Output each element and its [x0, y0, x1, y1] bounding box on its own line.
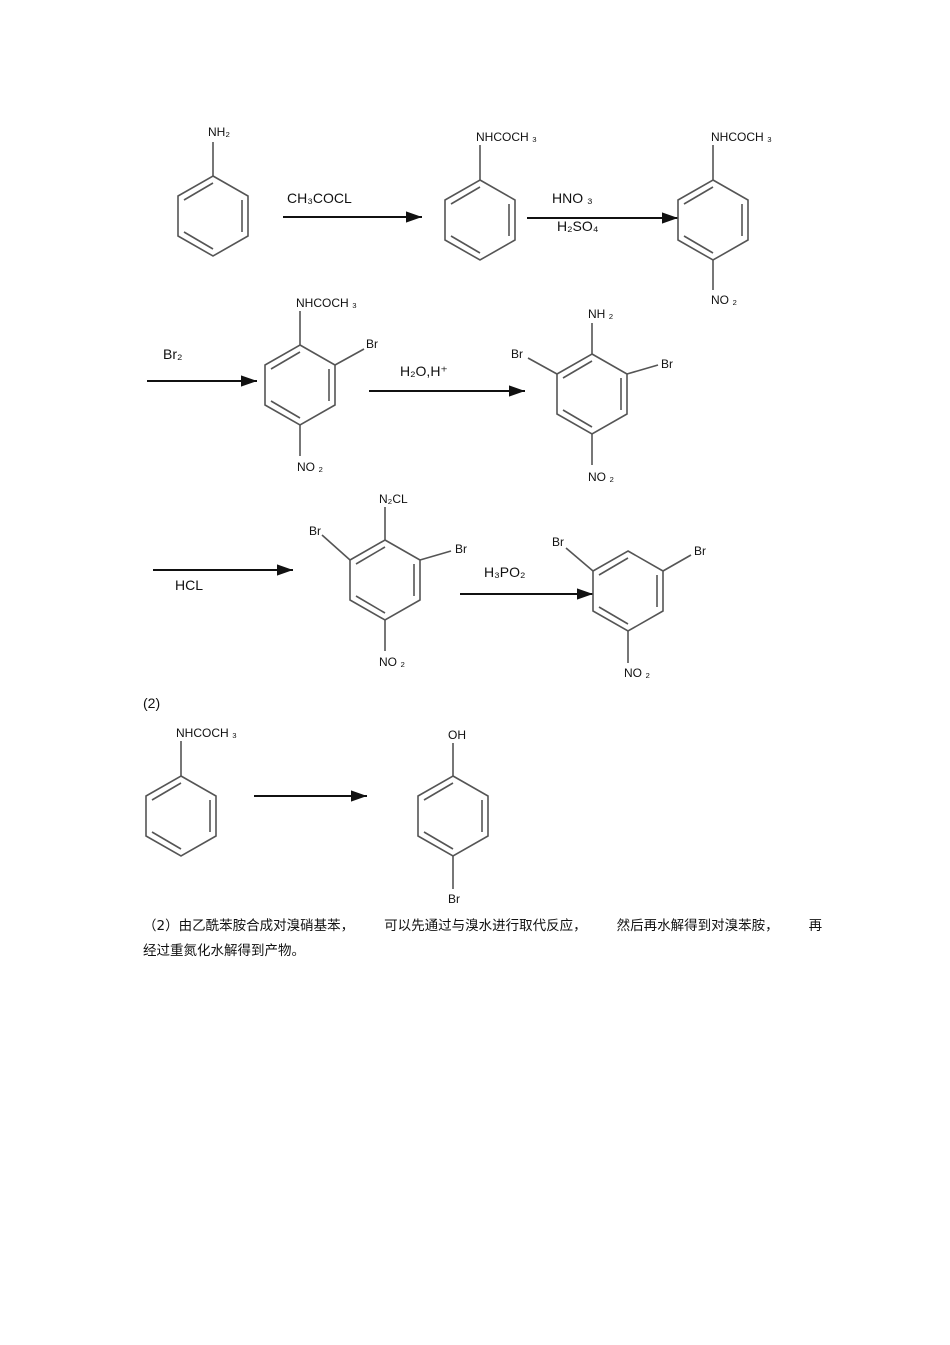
reaction-arrow-5: HCL [153, 564, 293, 593]
reaction-arrow-1: CH₃COCL [283, 190, 422, 223]
dibromo-nitroaniline-molecule: NH ₂ Br Br NO ₂ [511, 307, 673, 484]
reagent-hypophosphorous-acid: H₃PO₂ [484, 564, 525, 580]
reagent-acetyl-chloride: CH₃COCL [287, 190, 352, 206]
bromophenol-molecule: OH Br [417, 728, 489, 906]
nitroacetanilide-nhcoch3-label: NHCOCH ₃ [711, 130, 772, 144]
dibromo-nitrobenzene-br-right-label: Br [694, 544, 706, 558]
reaction-arrow-4: H₂O,H⁺ [369, 363, 525, 397]
reagent-hydrochloric-acid: HCL [175, 577, 203, 593]
nitroacetanilide-no2-label: NO ₂ [711, 293, 737, 307]
reaction-arrow-2: HNO ₃ H₂SO₄ [527, 190, 678, 234]
reagent-sulfuric-acid: H₂SO₄ [557, 218, 599, 234]
bromophenol-oh-label: OH [448, 728, 466, 742]
aniline-nh2-label: NH₂ [208, 125, 230, 139]
dibromo-nitrobenzene-br-left-label: Br [552, 535, 564, 549]
aniline-molecule: NH₂ [177, 125, 249, 257]
bromo-nitroacetanilide-no2-label: NO ₂ [297, 460, 323, 474]
dibromo-nitrobenzene-no2-label: NO ₂ [624, 666, 650, 680]
acetanilide-2-nhcoch3-label: NHCOCH ₃ [176, 726, 237, 740]
dibromo-nitroaniline-br-right-label: Br [661, 357, 673, 371]
reagent-nitric-acid: HNO ₃ [552, 190, 593, 206]
dibromo-nitroaniline-no2-label: NO ₂ [588, 470, 614, 484]
diazonium-n2cl-label: N₂CL [379, 492, 408, 506]
nitroacetanilide-molecule: NHCOCH ₃ NO ₂ [677, 130, 772, 307]
explanation-paragraph: （2）由乙酰苯胺合成对溴硝基苯， 可以先通过与溴水进行取代反应， 然后再水解得到对溴… [143, 914, 871, 964]
dibromo-nitrobenzene-molecule: Br Br NO ₂ [552, 535, 706, 680]
paragraph-part-3: 然后再水解得到对溴苯胺， [616, 918, 779, 934]
reaction-arrow-3: Br₂ [147, 346, 257, 387]
section-label: (2) [143, 695, 161, 711]
dibromo-nitroaniline-nh2-label: NH ₂ [588, 307, 614, 321]
acetanilide-2-molecule: NHCOCH ₃ [145, 726, 237, 857]
reagent-bromine: Br₂ [163, 346, 182, 362]
bromo-nitroacetanilide-nhcoch3-label: NHCOCH ₃ [296, 296, 357, 310]
paragraph-part-4: 再 [808, 918, 823, 934]
diazonium-br-right-label: Br [455, 542, 467, 556]
diazonium-br-left-label: Br [309, 524, 321, 538]
paragraph-part-2: 可以先通过与溴水进行取代反应， [384, 918, 587, 934]
paragraph-part-1: （2）由乙酰苯胺合成对溴硝基苯， [143, 918, 355, 934]
paragraph-line-2: 经过重氮化水解得到产物。 [143, 943, 305, 959]
bromophenol-br-label: Br [448, 892, 460, 906]
reaction-arrow-6: H₃PO₂ [460, 564, 593, 600]
acetanilide-molecule: NHCOCH ₃ [444, 130, 537, 261]
diazonium-no2-label: NO ₂ [379, 655, 405, 669]
dibromo-nitroaniline-br-left-label: Br [511, 347, 523, 361]
reagent-water-acid: H₂O,H⁺ [400, 363, 448, 379]
bromo-nitroacetanilide-molecule: NHCOCH ₃ Br NO ₂ [264, 296, 378, 474]
diazonium-molecule: N₂CL Br Br NO ₂ [309, 492, 467, 669]
bromo-nitroacetanilide-br-label: Br [366, 337, 378, 351]
acetanilide-nhcoch3-label: NHCOCH ₃ [476, 130, 537, 144]
